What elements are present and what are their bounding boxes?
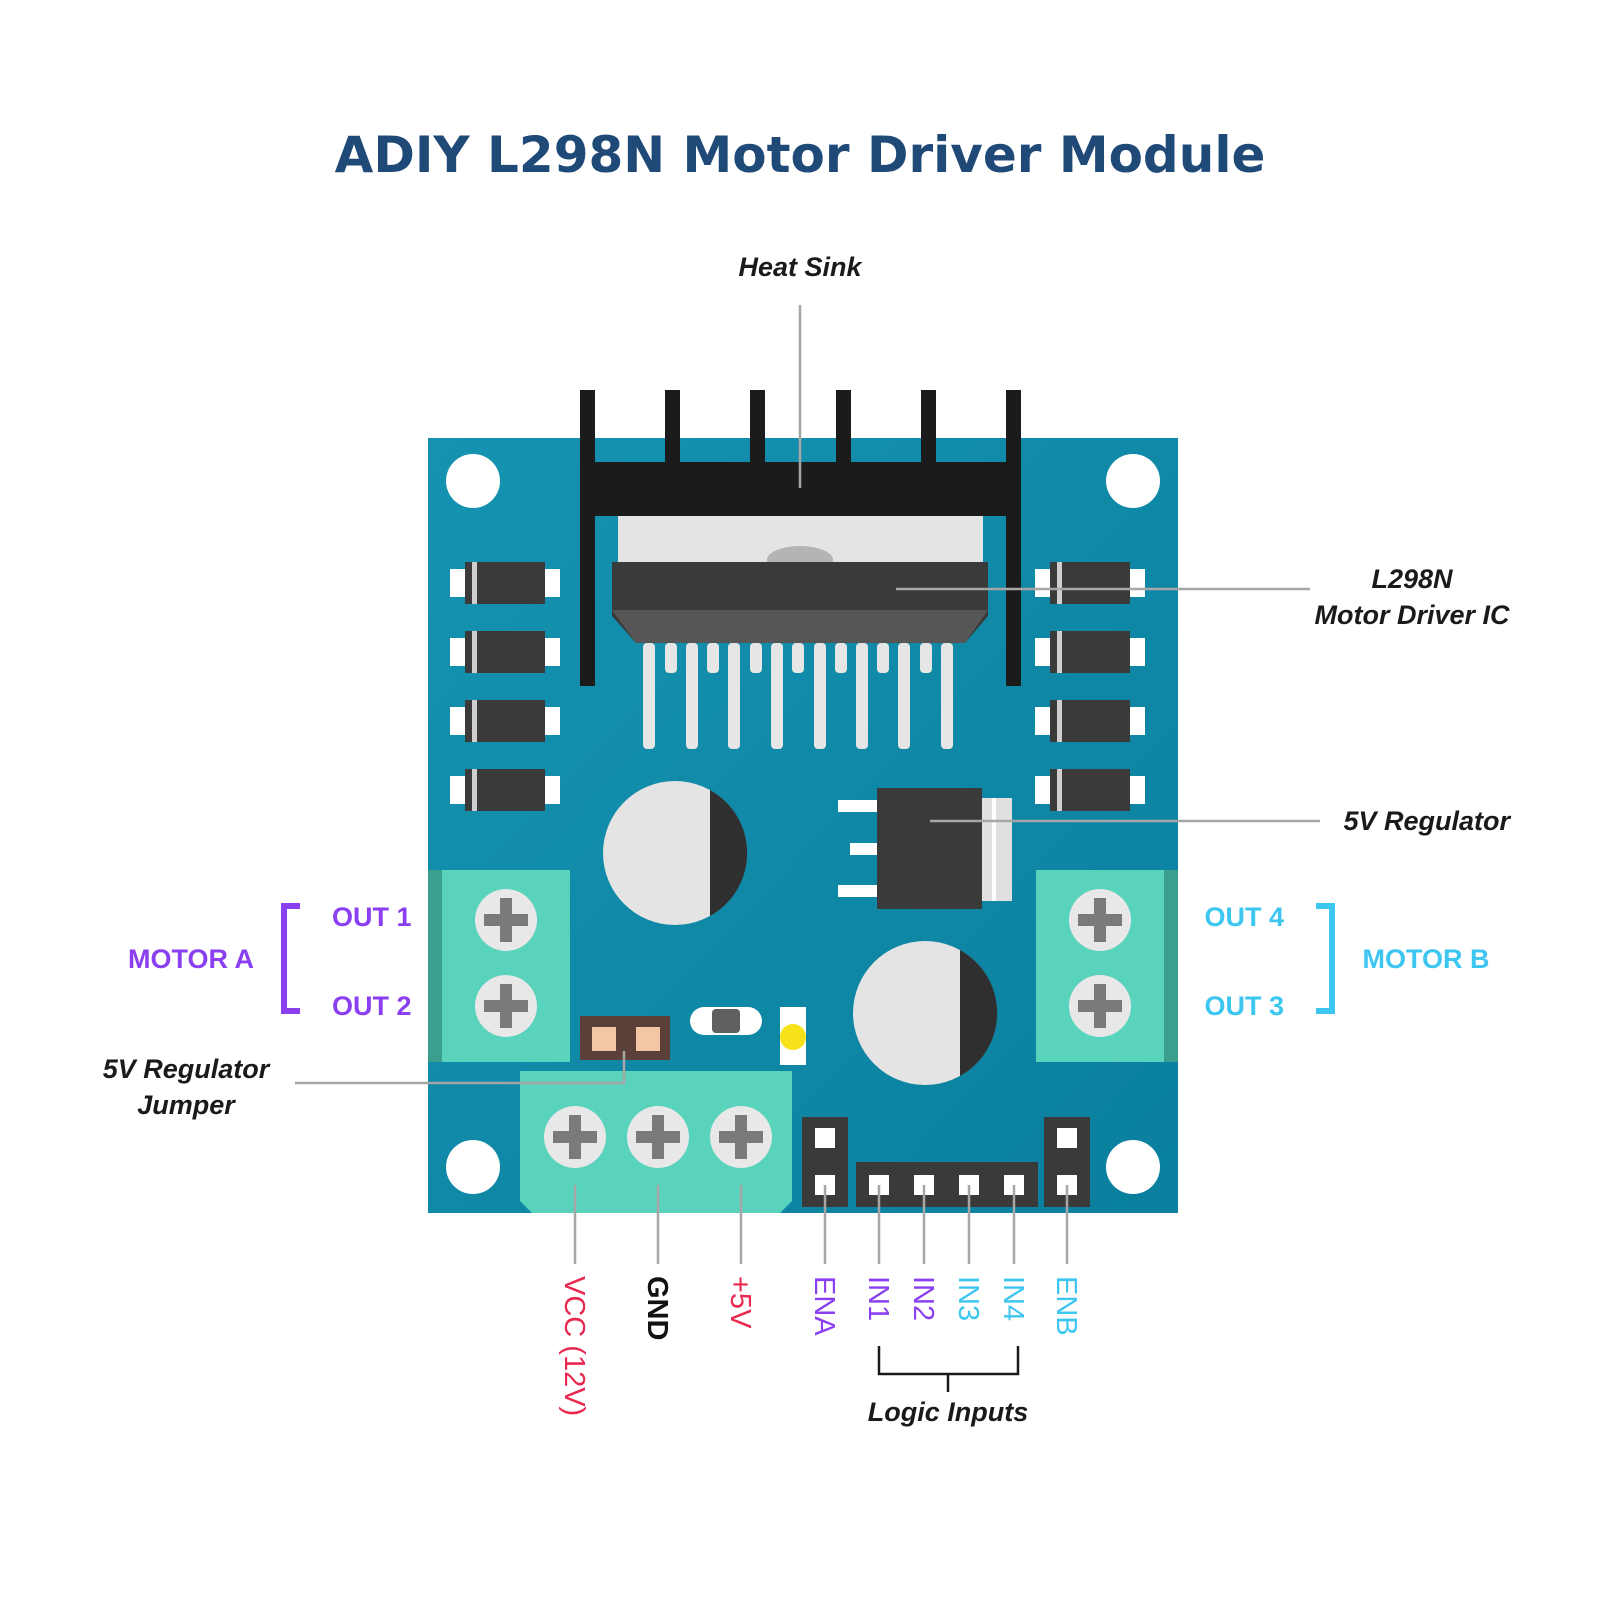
pin-label-ena: ENA bbox=[808, 1276, 840, 1336]
capacitor-1 bbox=[603, 781, 748, 925]
out3-label: OUT 3 bbox=[1204, 991, 1284, 1021]
pin-labels: VCC (12V) GND +5V ENA IN1 IN2 IN3 IN4 EN… bbox=[558, 1276, 1082, 1416]
capacitor-2 bbox=[853, 941, 998, 1085]
mounting-hole bbox=[446, 454, 500, 508]
jumper-label-line1: 5V Regulator bbox=[103, 1054, 271, 1084]
pin-label-vcc: VCC (12V) bbox=[558, 1276, 590, 1416]
pin-label-in1: IN1 bbox=[862, 1276, 894, 1321]
mounting-hole bbox=[446, 1140, 500, 1194]
motor-a-group: MOTOR A OUT 1 OUT 2 bbox=[128, 902, 412, 1021]
pin-label-5v: +5V bbox=[724, 1276, 756, 1329]
out1-label: OUT 1 bbox=[332, 902, 412, 932]
heat-sink-label: Heat Sink bbox=[738, 252, 863, 282]
pin-header bbox=[802, 1117, 1090, 1207]
terminal-power bbox=[520, 1071, 792, 1213]
screw bbox=[1069, 889, 1131, 951]
motor-b-label: MOTOR B bbox=[1363, 944, 1490, 974]
screw bbox=[475, 889, 537, 951]
diodes-right bbox=[1035, 562, 1145, 811]
logic-inputs-bracket bbox=[877, 1346, 1020, 1392]
motor-b-group: MOTOR B OUT 4 OUT 3 bbox=[1204, 902, 1489, 1021]
terminal-motor-a bbox=[428, 870, 570, 1062]
page-title: ADIY L298N Motor Driver Module bbox=[335, 126, 1266, 184]
screw bbox=[710, 1106, 772, 1168]
ic-label-line1: L298N bbox=[1371, 564, 1453, 594]
mounting-hole bbox=[1106, 454, 1160, 508]
logic-inputs-label: Logic Inputs bbox=[868, 1397, 1028, 1427]
jumper-label-line2: Jumper bbox=[137, 1090, 236, 1120]
out2-label: OUT 2 bbox=[332, 991, 412, 1021]
pin-label-gnd: GND bbox=[641, 1276, 673, 1340]
leader-lines bbox=[295, 305, 1320, 1264]
motor-a-label: MOTOR A bbox=[128, 944, 254, 974]
terminal-motor-b bbox=[1036, 870, 1178, 1062]
mounting-hole bbox=[1106, 1140, 1160, 1194]
smd-resistor bbox=[690, 1007, 762, 1035]
screw bbox=[475, 975, 537, 1037]
diodes-left bbox=[450, 562, 560, 811]
power-led bbox=[780, 1007, 806, 1065]
out4-label: OUT 4 bbox=[1204, 902, 1284, 932]
pin-label-in4: IN4 bbox=[997, 1276, 1029, 1321]
screw bbox=[544, 1106, 606, 1168]
screw bbox=[1069, 975, 1131, 1037]
heat-sink bbox=[580, 390, 1021, 686]
l298n-chip bbox=[612, 516, 988, 749]
ic-label-line2: Motor Driver IC bbox=[1314, 600, 1510, 630]
regulator-label: 5V Regulator bbox=[1343, 806, 1511, 836]
screw bbox=[627, 1106, 689, 1168]
pin-label-enb: ENB bbox=[1050, 1276, 1082, 1336]
regulator-chip bbox=[838, 788, 1012, 909]
pin-label-in2: IN2 bbox=[907, 1276, 939, 1321]
pin-label-in3: IN3 bbox=[952, 1276, 984, 1321]
